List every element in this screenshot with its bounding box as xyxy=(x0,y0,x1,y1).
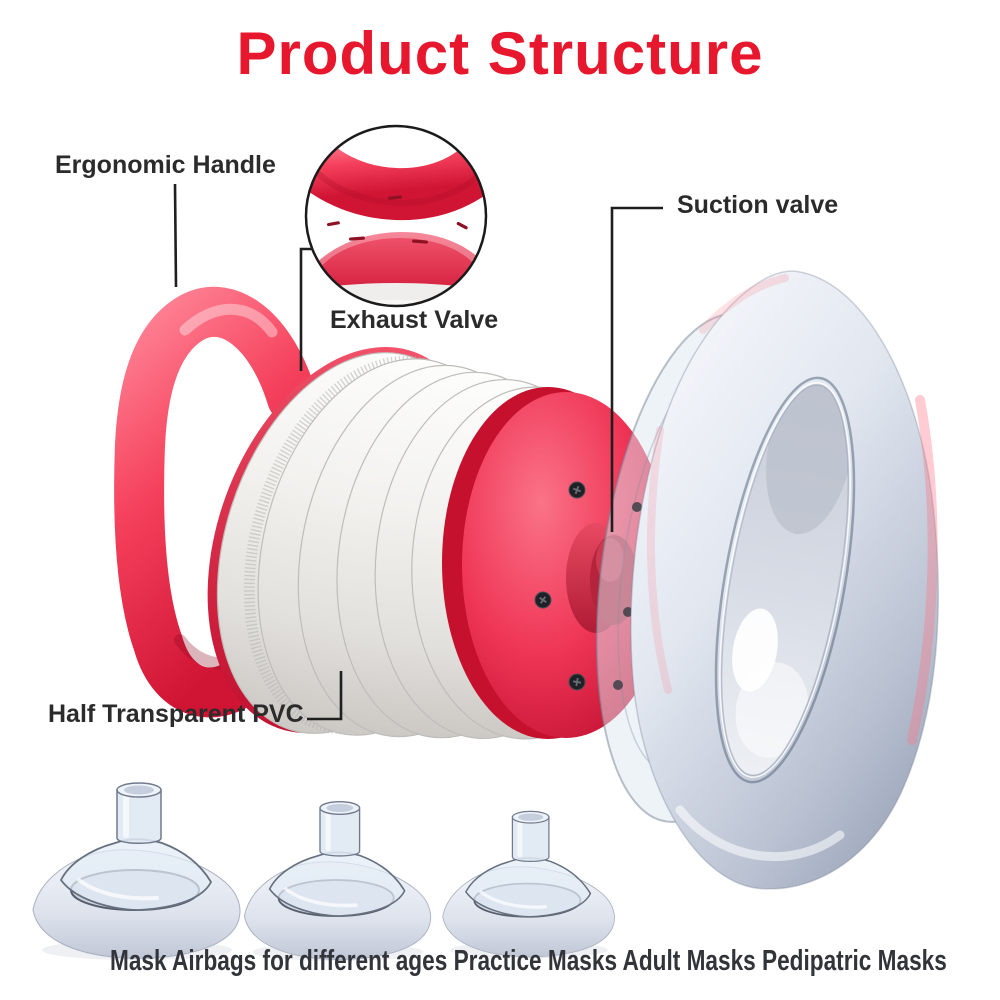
caption: Mask Airbags for different ages Practice… xyxy=(110,945,947,977)
callout-line-half-transparent-pvc xyxy=(307,671,343,721)
label-ergonomic-handle: Ergonomic Handle xyxy=(55,151,276,179)
label-half-transparent-pvc: Half Transparent PVC xyxy=(48,700,304,728)
practice-mask-large xyxy=(31,781,242,962)
screw-icon xyxy=(534,591,552,609)
screw-icon xyxy=(568,481,586,499)
label-suction-valve: Suction valve xyxy=(677,191,839,219)
practice-mask-small xyxy=(441,809,617,960)
screw-icon xyxy=(568,673,586,691)
callout-line-ergonomic-handle xyxy=(173,183,178,288)
callout-line-suction-valve xyxy=(610,206,663,532)
page-title: Product Structure xyxy=(236,20,764,87)
face-mask-graphic xyxy=(595,270,939,890)
label-exhaust-valve: Exhaust Valve xyxy=(330,306,499,334)
callout-line-exhaust-valve xyxy=(299,247,313,371)
practice-mask-medium xyxy=(242,799,433,963)
